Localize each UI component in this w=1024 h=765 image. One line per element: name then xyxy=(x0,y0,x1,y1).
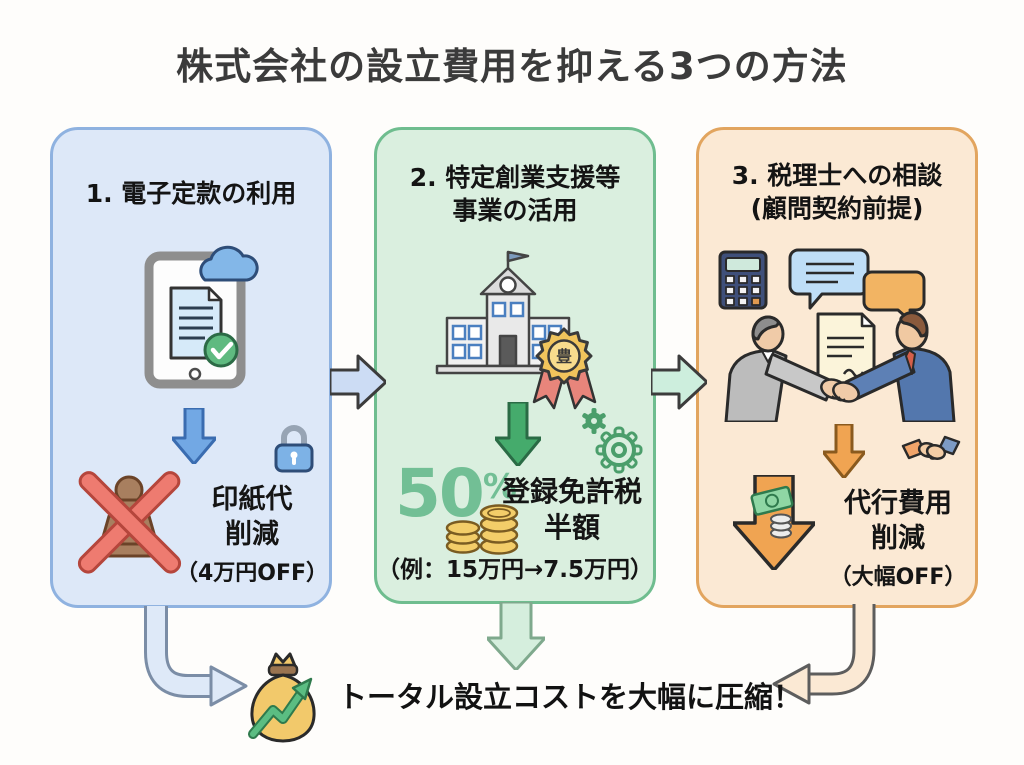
down-arrow-icon xyxy=(172,408,216,464)
growth-arrow-head xyxy=(291,677,313,701)
coins-icon xyxy=(770,513,792,539)
award-badge-icon: 豊 xyxy=(532,327,597,410)
right-arrow-icon xyxy=(330,354,386,410)
page-title: 株式会社の設立費用を抑える3つの方法 xyxy=(176,45,848,88)
calculator-icon xyxy=(718,250,768,310)
down-arrow-icon xyxy=(495,402,541,466)
panel-startup-support: 2. 特定創業支援等 事業の活用 xyxy=(374,127,656,604)
percent-sign: % xyxy=(482,467,517,507)
banknote-icon xyxy=(750,485,794,516)
speech-bubbles-icon xyxy=(788,248,926,326)
panel1-result-note: （4万円OFF） xyxy=(175,561,329,587)
red-x-icon xyxy=(77,471,182,574)
panel3-result-note: （大幅OFF） xyxy=(829,565,967,591)
panel1-result-text: 印紙代 削減 xyxy=(211,484,293,551)
big-down-arrow-money-icon xyxy=(733,475,815,570)
panel2-result-text: 登録免許税 半額 xyxy=(501,475,642,545)
stamp-crossed-icon xyxy=(77,471,182,574)
panel-electronic-articles: 1. 電子定款の利用 xyxy=(50,127,332,608)
curved-arrow-right-panel xyxy=(772,604,876,705)
handshake-people-icon xyxy=(718,248,956,422)
panel3-result-block: 代行費用 削減 （大幅OFF） xyxy=(823,486,973,591)
businessman-right xyxy=(844,311,956,422)
discount-percent: 50% xyxy=(395,461,517,527)
percent-value: 50 xyxy=(395,455,485,532)
down-arrow-icon xyxy=(487,602,545,670)
businessman-left xyxy=(724,315,836,422)
panel3-heading: 3. 税理士への相談 (顧問契約前提) xyxy=(731,161,943,223)
gears-icon xyxy=(582,408,643,474)
panel1-result-block: 印紙代 削減 （4万円OFF） xyxy=(173,482,331,587)
flag-icon xyxy=(506,250,530,263)
tablet-document-cloud-icon xyxy=(144,245,259,389)
handshake-icon xyxy=(901,435,961,460)
badge-kanji: 豊 xyxy=(556,347,572,366)
lock-icon xyxy=(274,425,314,473)
coins-icon xyxy=(445,504,519,555)
panel2-heading: 2. 特定創業支援等 事業の活用 xyxy=(409,163,621,225)
footer-message: トータル設立コストを大幅に圧縮！ xyxy=(338,680,803,714)
panel3-result-text: 代行費用 削減 xyxy=(844,488,952,555)
money-bag-growth-icon xyxy=(248,652,316,743)
right-arrow-icon xyxy=(651,354,707,410)
panel1-heading: 1. 電子定款の利用 xyxy=(85,179,297,208)
down-arrow-icon xyxy=(823,424,865,478)
cloud-icon xyxy=(199,245,259,282)
panel-tax-accountant: 3. 税理士への相談 (顧問契約前提) xyxy=(696,127,978,608)
handshake-hands xyxy=(820,378,860,403)
panel2-example: （例：15万円→7.5万円） xyxy=(377,557,654,583)
panel2-result-block: 登録免許税 半額 xyxy=(497,474,647,547)
curved-arrow-left-panel xyxy=(144,606,248,707)
